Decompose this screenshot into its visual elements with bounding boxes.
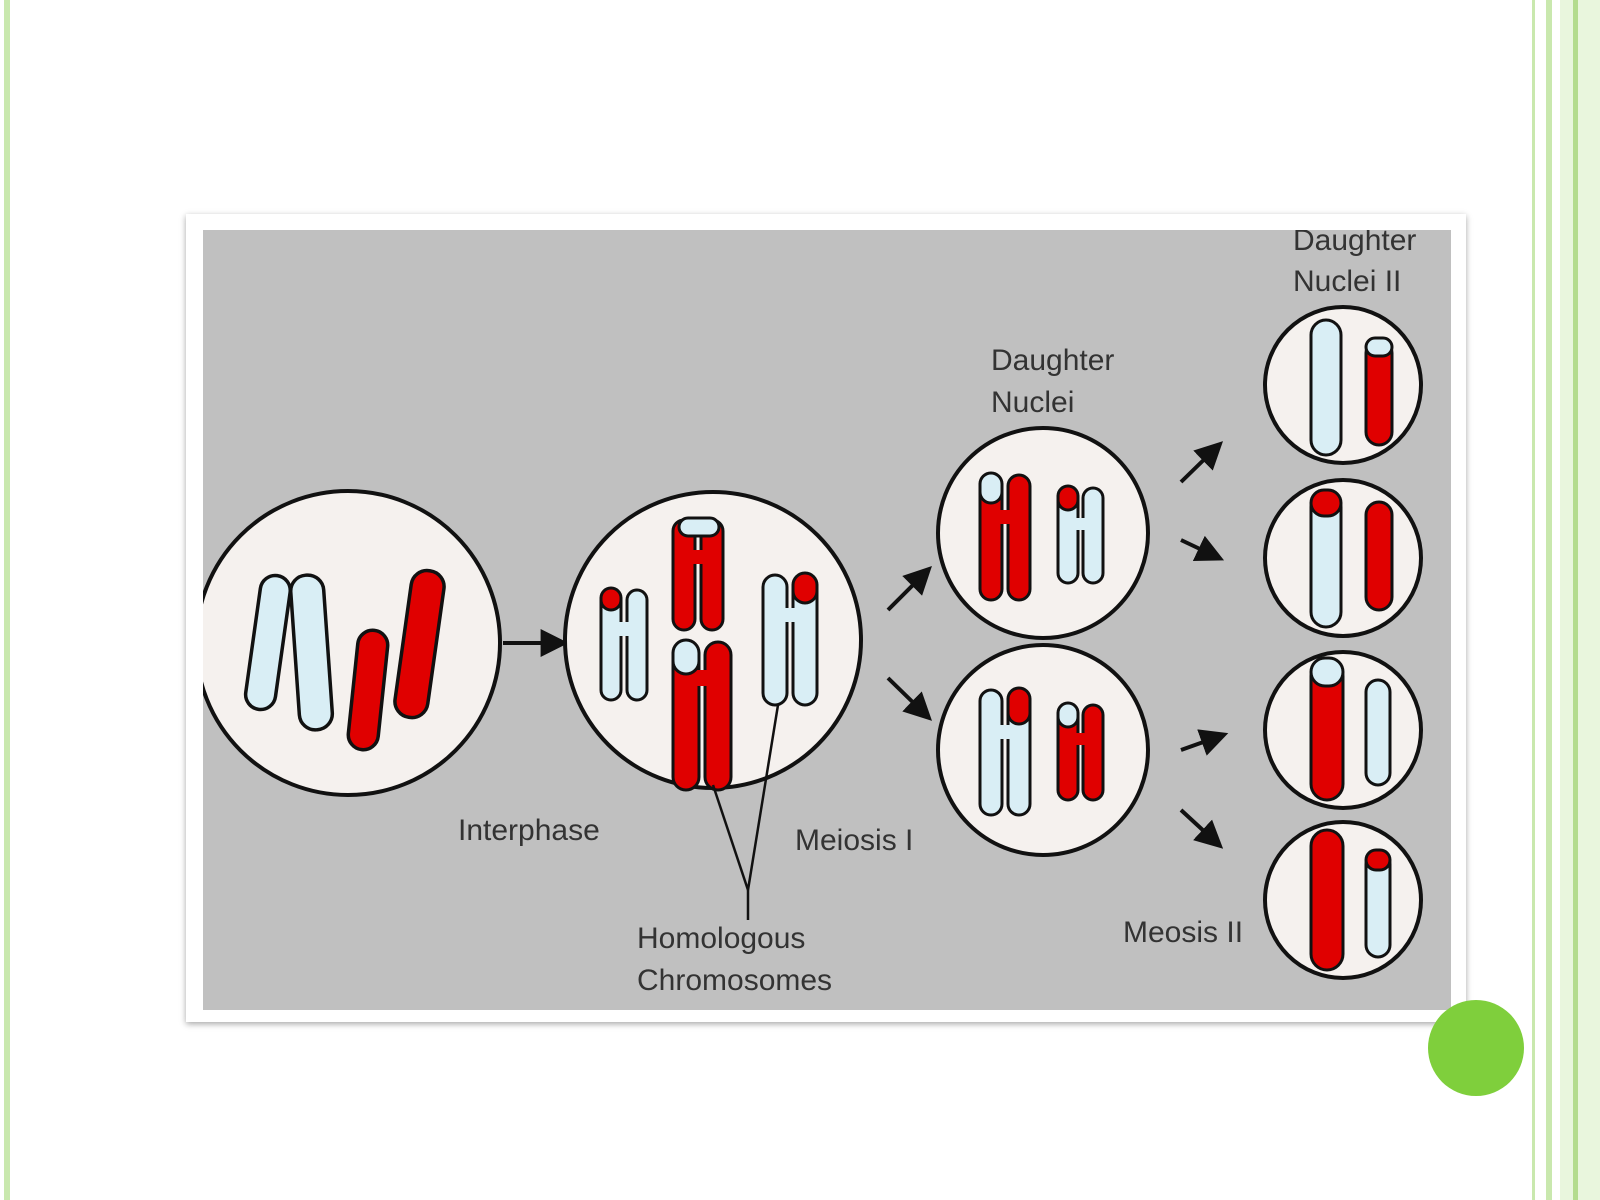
label-daughter-nuclei-ii-line1: Daughter: [1293, 230, 1416, 257]
arrow-meiosis-to-daughter-bottom: [886, 676, 933, 721]
label-daughter-nuclei-line2: Nuclei: [991, 386, 1074, 419]
interphase-chromosome-maternal-long: [393, 568, 446, 720]
arrow-daughter-ii-3: [1180, 729, 1229, 756]
interphase-chromosome-maternal-short: [346, 628, 390, 752]
slide-border-left: [4, 0, 10, 1200]
meiosis-1-chromosome-small-paternal: [599, 586, 649, 702]
daughter-nucleus-ii-3: [1263, 650, 1423, 810]
slide-border-right: [1546, 0, 1552, 1200]
daughter-nucleus-ii-4: [1263, 820, 1423, 980]
slide-border-right-stripe: [1573, 0, 1578, 1200]
meiosis-1-nucleus: [563, 490, 863, 792]
daughter-nucleus-top: [936, 426, 1150, 640]
slide-border-right-band: [1560, 0, 1600, 1200]
label-meiosis-2: Meosis II: [1123, 916, 1243, 949]
interphase-nucleus: [203, 489, 502, 797]
daughter-nucleus-ii-2: [1263, 478, 1423, 638]
homologous-pointer-lines: [711, 704, 780, 920]
label-daughter-nuclei-line1: Daughter: [991, 344, 1114, 377]
meiosis-1-chromosome-paternal-right: [761, 571, 819, 707]
label-homologous-line2: Chromosomes: [637, 964, 832, 997]
meiosis-1-chromosome-tall-maternal: [671, 516, 725, 632]
arrow-daughter-ii-2: [1180, 535, 1225, 562]
label-interphase: Interphase: [458, 814, 600, 847]
label-homologous-line1: Homologous: [637, 922, 805, 955]
slide-accent-dot: [1428, 1000, 1524, 1096]
arrow-daughter-ii-4: [1179, 808, 1224, 849]
arrow-meiosis-to-daughter-top: [886, 566, 932, 612]
interphase-chromosome-paternal-long: [288, 573, 335, 732]
daughter-nucleus-bottom: [936, 643, 1150, 857]
label-meiosis-1: Meiosis I: [795, 824, 913, 857]
arrow-daughter-ii-1: [1179, 441, 1224, 484]
interphase-chromosome-paternal-short: [243, 573, 292, 712]
meiosis-1-chromosome-large-recombinant: [671, 638, 733, 792]
meiosis-diagram: Interphase Meiosis I Homologous Chromoso…: [203, 230, 1451, 1010]
daughter-nucleus-ii-1: [1263, 305, 1423, 465]
label-daughter-nuclei-ii-line2: Nuclei II: [1293, 265, 1401, 298]
slide-border-right-thin: [1532, 0, 1535, 1200]
